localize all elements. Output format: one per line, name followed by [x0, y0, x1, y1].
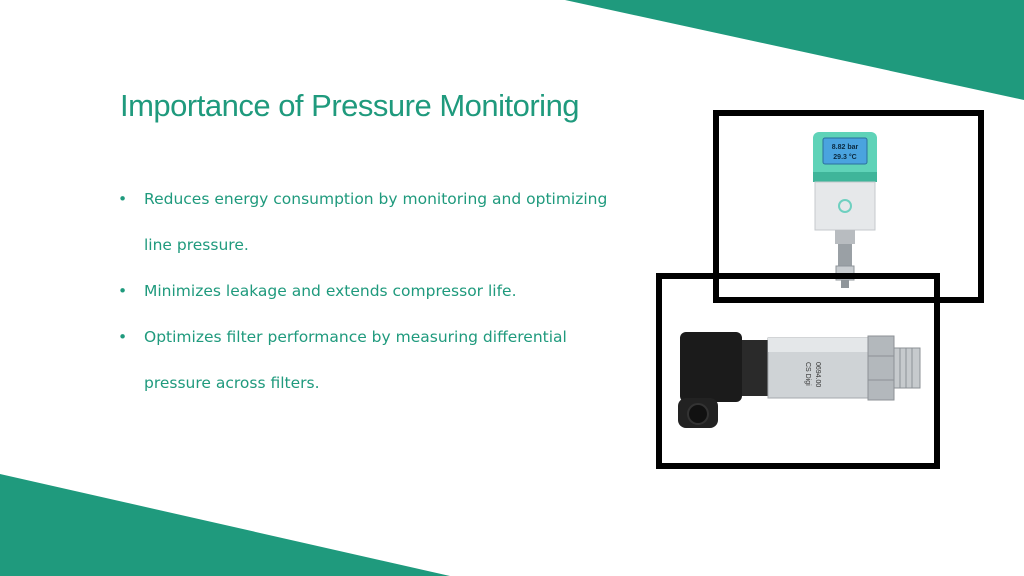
connector-housing: [680, 332, 742, 402]
process-thread: [893, 347, 921, 389]
pressure-sensor-image: 8.82 bar 29.3 °C: [813, 132, 877, 288]
top-right-accent-shape: [565, 0, 1024, 100]
pressure-transmitter-image: CS Digi 0694.00: [678, 332, 921, 428]
brand-logo-icon: [838, 199, 852, 213]
bottom-left-accent-shape: [0, 474, 450, 576]
slide-title: Importance of Pressure Monitoring: [120, 88, 580, 123]
sensor-tip: [841, 280, 849, 288]
hex-nut: [867, 335, 895, 401]
transmitter-label-code: 0694.00: [814, 362, 821, 387]
bullet-item-2: • Minimizes leakage and extends compresso…: [118, 268, 618, 314]
lower-image-frame: [656, 273, 940, 469]
bullet-dot-icon: •: [118, 282, 128, 300]
bullet-text: Optimizes filter performance by measurin…: [144, 328, 567, 392]
bullet-list: • Reduces energy consumption by monitorin…: [118, 176, 618, 406]
upper-image-frame: [713, 110, 984, 303]
display-reading-temperature: 29.3 °C: [833, 153, 856, 161]
sensor-neck: [835, 230, 855, 244]
bullet-text: Minimizes leakage and extends compressor…: [144, 282, 517, 300]
connector-collar: [742, 340, 768, 396]
sensor-stem: [838, 244, 852, 266]
display-reading-pressure: 8.82 bar: [832, 144, 859, 151]
cable-gland-opening-icon: [687, 403, 709, 425]
bullet-text: Reduces energy consumption by monitoring…: [144, 190, 608, 254]
transmitter-label-brand: CS Digi: [804, 362, 811, 386]
bullet-dot-icon: •: [118, 190, 128, 208]
bullet-item-1: • Reduces energy consumption by monitorin…: [118, 176, 618, 268]
bullet-dot-icon: •: [118, 328, 128, 346]
sensor-display-screen: [822, 137, 868, 165]
sensor-head-band: [813, 172, 877, 182]
bullet-item-3: • Optimizes filter performance by measuri…: [118, 314, 618, 406]
transmitter-body-highlight: [768, 338, 868, 352]
